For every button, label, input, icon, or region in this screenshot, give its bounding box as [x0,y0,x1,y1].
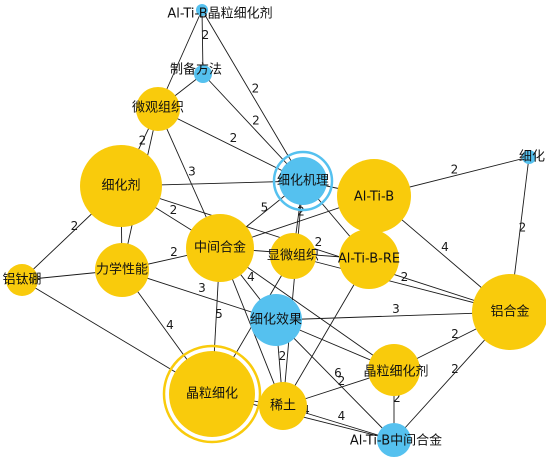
edge-weight-label: 2 [252,114,260,128]
edge-xiaoguo-altib_mid [275,319,395,441]
node-label-lvtaipeng: 铝钛硼 [2,273,41,288]
edge-altib_refiner-zhibei [201,9,204,75]
edge-weight-label: 2 [315,235,323,249]
edge-altib_refiner-jili [201,9,304,182]
node-label-altib: Al-Ti-B [354,190,394,205]
node-label-zhongjian: 中间合金 [194,240,246,256]
edge-weight-label: 4 [166,318,174,332]
node-label-lvhejin: 铝合金 [490,304,529,320]
node-altibre [339,229,399,289]
edge-weight-label: 2 [393,391,401,405]
edge-weight-label: 2 [279,349,287,363]
node-label-xitu: 稀土 [270,399,296,414]
edge-weight-label: 2 [297,205,305,219]
edge-weight-label: 6 [334,366,342,380]
edge-weight-label: 2 [230,131,238,145]
node-xiaoguo [250,294,302,346]
node-zhibei [194,65,212,83]
node-label-weiguan: 微观组织 [132,101,184,116]
node-zhongjian [186,214,254,282]
edge-weight-label: 2 [338,374,346,388]
edge-weight-label: 2 [252,82,260,96]
node-lixue [95,243,149,297]
node-jinglixihua [169,351,255,437]
edge-weiguan-jili [157,108,304,182]
edge-weight-label: 2 [519,221,527,235]
node-label-jingli_ji: 晶粒细化剂 [363,365,428,380]
node-label-zhibei: 制备方法 [170,62,222,78]
edge-weight-label: 5 [261,201,269,215]
node-halo-jili [272,150,334,212]
node-altib_refiner [196,4,208,16]
edge-weight-label: 5 [215,307,223,321]
node-label-altib_refiner: Al-Ti-B晶粒细化剂 [167,7,272,22]
node-label-xiaoguo: 细化效果 [250,313,302,328]
node-halo-jinglixihua [162,344,262,444]
node-xihua [522,150,536,164]
node-label-altib_mid: Al-Ti-B中间合金 [350,433,442,449]
edge-xihuaji-lvhejin [120,185,511,313]
node-jingli_ji [368,344,420,396]
node-label-altibre: Al-Ti-B-RE [338,252,400,267]
edge-zhongjian-jingli_ji [219,247,395,371]
edge-weight-label: 2 [139,134,147,148]
edge-weight-label: 2 [71,219,79,233]
edge-weight-label: 2 [170,203,178,217]
node-weiguan [136,87,180,131]
edge-weight-label: 2 [451,362,459,376]
edge-zhibei-jili [202,73,304,182]
node-label-xihua: 细化 [519,150,545,165]
node-lvtaipeng [6,264,38,296]
node-xihuaji [80,145,162,227]
node-xianwei [270,233,316,279]
edge-weight-label: 2 [202,28,210,42]
node-layer [6,4,546,457]
edge-weight-label: 2 [401,270,409,284]
node-label-xianwei: 显微组织 [267,249,319,264]
edge-weight-label: 4 [247,270,255,284]
edge-label-layer: 2222232322522422542432362222244 [71,28,527,423]
edge-weight-label: 4 [441,240,449,254]
edge-jili-xitu [282,180,304,407]
node-altib [337,159,411,233]
node-altib_mid [377,423,411,457]
edge-weight-label: 2 [451,327,459,341]
node-label-jili: 细化机理 [277,174,329,189]
edge-weight-label: 4 [338,409,346,423]
node-label-lixue: 力学性能 [96,262,148,278]
edge-weight-label: 3 [392,302,400,316]
edge-xiaoguo-lvhejin [275,311,511,321]
edge-weight-label: 3 [188,165,196,179]
edge-weight-label: 2 [451,163,459,177]
node-label-jinglixihua: 晶粒细化 [186,387,238,402]
node-jili [279,157,327,205]
node-label-xihuaji: 细化剂 [101,179,140,194]
node-lvhejin [472,274,546,350]
edge-weight-label: 2 [170,245,178,259]
node-xitu [259,382,307,430]
edge-weight-label: 3 [198,281,206,295]
